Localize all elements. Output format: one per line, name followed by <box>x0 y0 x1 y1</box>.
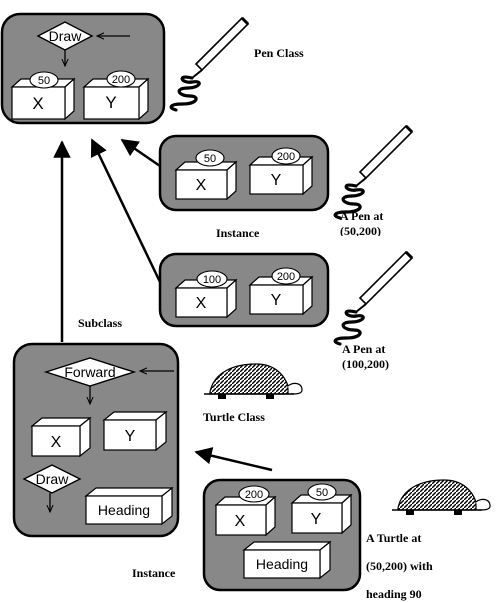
turtle-class: Forward X Y Draw Heading <box>12 342 180 538</box>
pen-instance-1-x-label: X <box>196 177 207 194</box>
pen-class-x-label: X <box>32 94 43 113</box>
turtle-class-x-box: X <box>30 416 92 458</box>
pen-instance-2-y-label: Y <box>271 292 282 309</box>
pen-instance-2-caption-line2: (100,200) <box>342 357 389 371</box>
pen-class: Draw X 50 Y 200 <box>0 12 166 125</box>
instance-label-top: Instance <box>216 226 260 240</box>
pen-instance-2-y-box: Y 200 <box>248 267 314 316</box>
turtle-instance-heading-label: Heading <box>256 556 308 572</box>
turtle-class-y-label: Y <box>125 428 136 445</box>
turtle-instance-caption-line2: (50,200) with <box>366 559 433 573</box>
pen-instance-1-x-box: X 50 <box>174 149 238 201</box>
pen-class-y-value: 200 <box>112 74 130 86</box>
turtle-instance-arrow <box>194 447 273 472</box>
turtle-instance: X 200 Y 50 Heading <box>202 478 362 592</box>
turtle-instance-y-box: Y 50 <box>290 483 353 535</box>
turtle-class-label: Turtle Class <box>203 410 265 424</box>
turtle-instance-icon <box>391 479 491 516</box>
turtle-draw-method: Draw <box>22 464 82 512</box>
pen-instance-1-x-value: 50 <box>204 153 216 165</box>
pen-instance-2: X 100 Y 200 <box>158 252 330 328</box>
relationship-arrows <box>53 138 273 472</box>
pen-class-y-box: Y 200 <box>82 70 150 121</box>
pen-icon <box>169 16 250 112</box>
pen-draw-method: Draw <box>36 21 130 66</box>
turtle-class-x-label: X <box>51 434 62 451</box>
turtle-instance-y-value: 50 <box>316 487 328 499</box>
pen-instance-2-icon <box>333 250 414 346</box>
pen-instance-1-icon <box>333 124 414 220</box>
turtle-instance-x-value: 200 <box>245 489 263 501</box>
pen-class-x-value: 50 <box>38 75 50 87</box>
turtle-forward-label: Forward <box>64 364 115 380</box>
turtle-instance-caption-line3: heading 90 <box>366 587 422 601</box>
pen-instance-2-caption-line1: A Pen at <box>342 342 386 356</box>
pen-instance-2-y-value: 200 <box>277 271 295 283</box>
pen-instance-2-x-label: X <box>196 295 207 312</box>
turtle-forward-method: Forward <box>43 357 174 404</box>
turtle-class-icon <box>203 363 303 400</box>
pen-instance-1: X 50 Y 200 <box>158 134 330 212</box>
pen-instance-1-y-value: 200 <box>277 151 295 163</box>
turtle-instance-x-label: X <box>235 513 246 530</box>
turtle-instance-heading-box: Heading <box>242 540 332 580</box>
turtle-class-heading-label: Heading <box>98 502 150 518</box>
subclass-label: Subclass <box>78 316 123 330</box>
pen-instance-1-caption-line1: A Pen at <box>340 209 384 223</box>
pen-draw-label: Draw <box>49 28 83 44</box>
pen-class-label: Pen Class <box>254 46 304 60</box>
turtle-instance-y-label: Y <box>311 511 322 528</box>
pen-instance-1-y-box: Y 200 <box>248 147 314 196</box>
instance-label-bottom: Instance <box>132 566 176 580</box>
pen-instance-1-y-label: Y <box>271 172 282 189</box>
pen-instance-1-caption-line2: (50,200) <box>340 224 381 236</box>
turtle-class-y-box: Y <box>102 410 168 452</box>
turtle-class-heading-box: Heading <box>84 486 174 526</box>
pen-instance-2-x-value: 100 <box>203 274 221 286</box>
instance-1-arrow <box>120 138 161 168</box>
instance-2-arrow <box>90 138 162 283</box>
pen-instance-2-x-box: X 100 <box>174 270 238 319</box>
turtle-instance-x-box: X 200 <box>214 485 277 537</box>
pen-class-y-label: Y <box>105 93 116 112</box>
turtle-draw-label: Draw <box>36 471 70 487</box>
turtle-instance-caption-line1: A Turtle at <box>366 531 422 545</box>
pen-class-x-box: X 50 <box>10 71 76 121</box>
